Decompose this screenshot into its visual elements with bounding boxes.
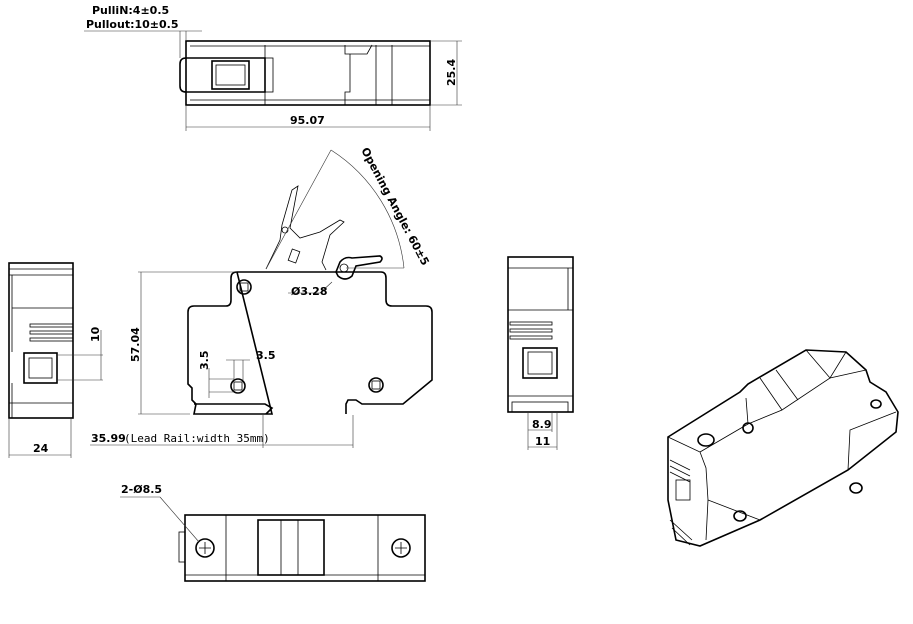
rail-note: (Lead Rail:width 35mm) [124,432,270,445]
pull-in-label: PulliN:4±0.5 [92,4,169,17]
bottom-view [120,496,426,582]
top-height-dimension: 25.4 [445,59,458,86]
end-width-dimension: 11 [535,435,550,448]
pull-out-label: Pullout:10±0.5 [86,18,179,31]
top-view-dimensions [84,30,462,131]
top-view [179,40,431,106]
isometric-view [667,349,899,547]
hole-offset-x-dimension: 3.5 [256,349,276,362]
side-width-dimension: 24 [33,442,49,455]
opening-angle-label: Opening Angle: 60±5 [358,145,431,267]
mount-holes-label: 2-Ø8.5 [121,483,162,496]
total-height-dimension: 57.04 [129,327,142,362]
pin-diameter-label: Ø3.28 [291,285,328,298]
left-side-view [8,262,103,458]
end-view [507,256,574,450]
rail-dimension-value: 35.99 [91,432,126,445]
length-dimension: 95.07 [290,114,325,127]
window-height-dimension: 10 [89,326,102,342]
window-width-dimension: 8.9 [532,418,552,431]
front-view [90,149,433,448]
hole-offset-y-dimension: 3.5 [198,351,211,371]
